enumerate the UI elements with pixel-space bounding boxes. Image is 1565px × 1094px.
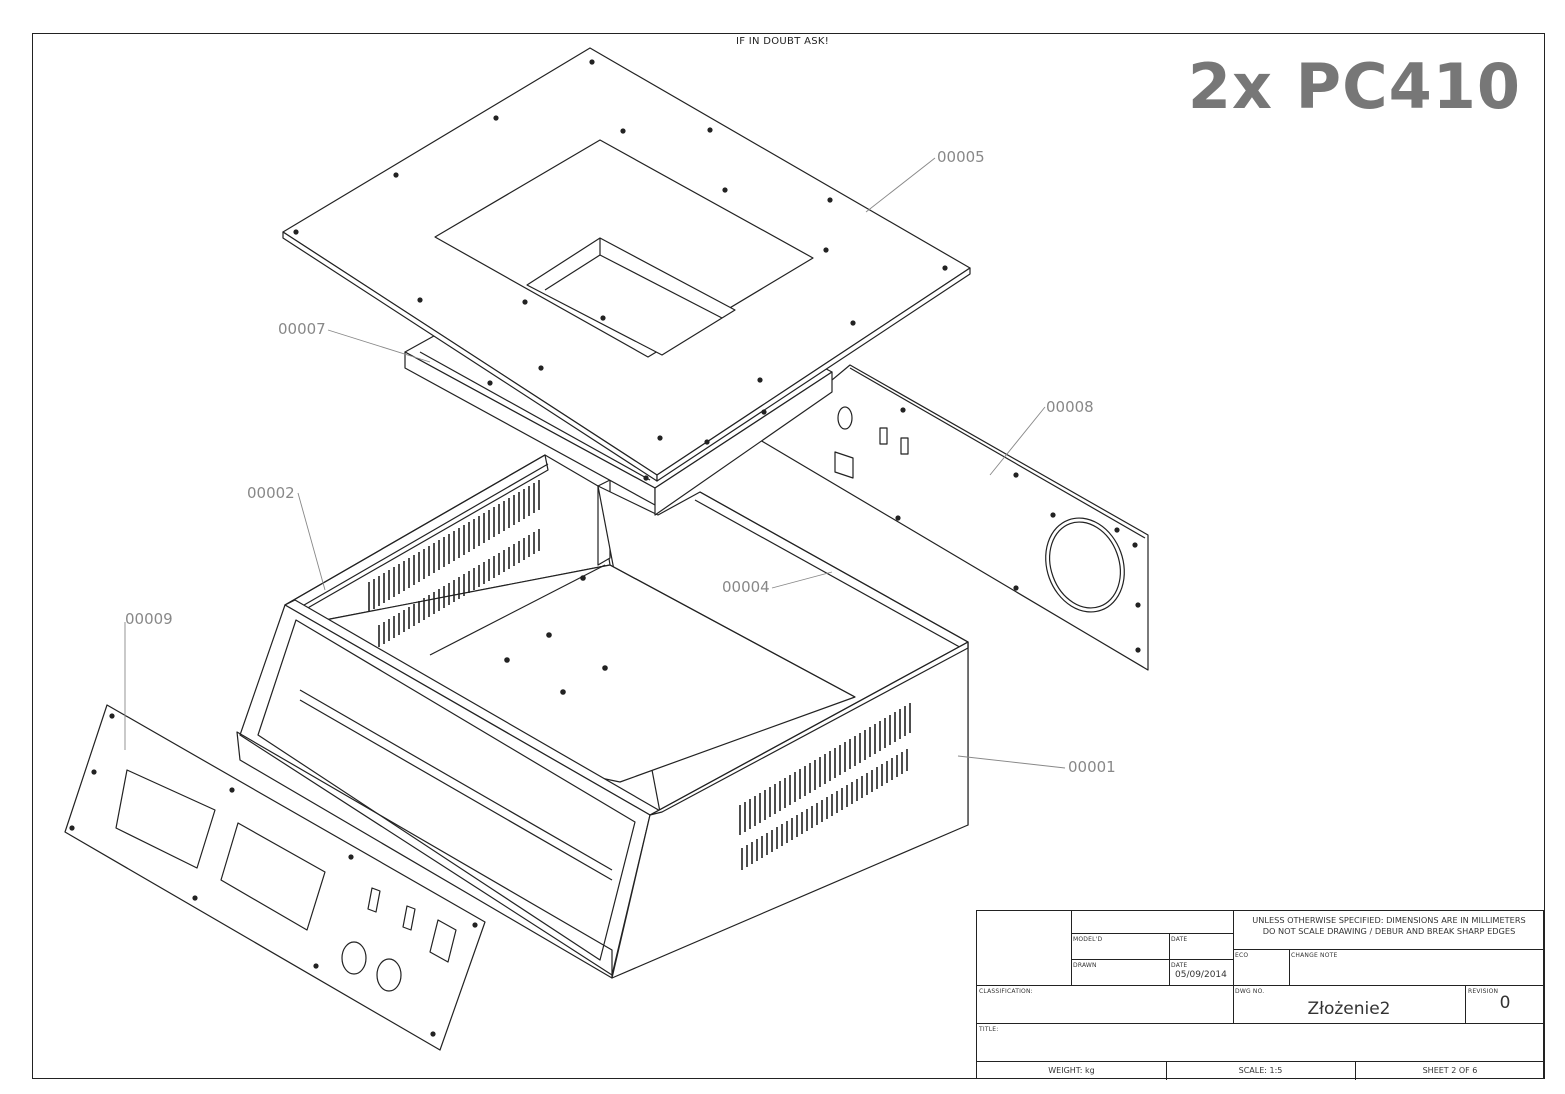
balloon-00007: 00007	[278, 320, 326, 338]
weight-field: WEIGHT: kg	[1048, 1066, 1095, 1075]
balloon-00002: 00002	[247, 484, 295, 502]
scale-field: SCALE: 1:5	[1238, 1066, 1283, 1075]
drawing-sheet-border	[32, 33, 1545, 1079]
spec-line-2: DO NOT SCALE DRAWING / DEBUR AND BREAK S…	[1262, 926, 1516, 936]
dwg-number: Złożenie2	[1307, 999, 1391, 1019]
classification-label: CLASSIFICATION:	[979, 988, 1033, 995]
date2-label: DATE	[1171, 962, 1188, 969]
revision-value: 0	[1499, 993, 1511, 1013]
part-main-housing	[236, 454, 969, 979]
balloon-00008: 00008	[1046, 398, 1094, 416]
date-value: 05/09/2014	[1175, 970, 1227, 980]
title-block: UNLESS OTHERWISE SPECIFIED: DIMENSIONS A…	[976, 910, 1545, 1080]
drawn-label: DRAWN	[1073, 962, 1097, 969]
eco-label: ECO	[1235, 952, 1249, 959]
balloon-00004: 00004	[722, 578, 770, 596]
balloon-00001: 00001	[1068, 758, 1116, 776]
spec-line-1: UNLESS OTHERWISE SPECIFIED: DIMENSIONS A…	[1252, 915, 1526, 925]
date-label: DATE	[1171, 936, 1188, 943]
part-front-panel	[64, 704, 486, 1051]
change-note-label: CHANGE NOTE	[1291, 952, 1338, 959]
revision-label: REVISION	[1468, 988, 1499, 995]
leader-lines	[124, 157, 1066, 769]
spec-note: UNLESS OTHERWISE SPECIFIED: DIMENSIONS A…	[1233, 915, 1545, 937]
part-top-plate	[282, 47, 971, 482]
drawing-title: 2x PC410	[1187, 50, 1521, 123]
doubt-note: IF IN DOUBT ASK!	[735, 36, 830, 47]
balloon-00005: 00005	[937, 148, 985, 166]
dwg-no-label: DWG NO.	[1235, 988, 1265, 995]
balloon-00009: 00009	[125, 610, 173, 628]
sheet-field: SHEET 2 OF 6	[1422, 1066, 1478, 1075]
modeld-label: MODEL'D	[1073, 936, 1103, 943]
title-label: TITLE:	[979, 1026, 999, 1033]
